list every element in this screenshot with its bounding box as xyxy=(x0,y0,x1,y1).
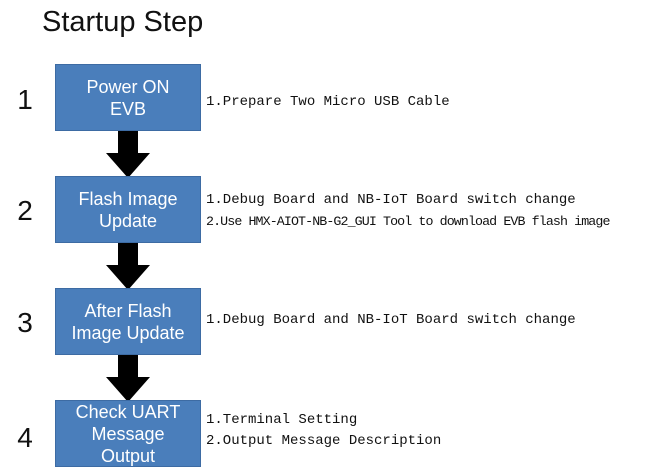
step-number-3: 3 xyxy=(17,307,33,338)
step-4-note-1: 1.Terminal Setting xyxy=(206,412,358,428)
step-2-note-1: 1.Debug Board and NB-IoT Board switch ch… xyxy=(206,192,576,208)
step-notes-3: 1.Debug Board and NB-IoT Board switch ch… xyxy=(206,310,576,331)
step-label-flash-image-update: Flash Image Update xyxy=(78,188,178,231)
step-notes-1: 1.Prepare Two Micro USB Cable xyxy=(206,92,450,113)
step-label-after-flash-image-update: After Flash Image Update xyxy=(71,300,185,343)
step-2-note-2: 2.Use HMX-AIOT-NB-G2_GUI Tool to downloa… xyxy=(206,214,610,229)
step-notes-2: 1.Debug Board and NB-IoT Board switch ch… xyxy=(206,190,610,232)
step-number-4: 4 xyxy=(17,422,33,453)
step-box-after-flash-image-update: After Flash Image Update xyxy=(55,288,201,355)
down-arrow-1 xyxy=(106,131,150,178)
step-4-note-2: 2.Output Message Description xyxy=(206,433,442,449)
step-label-power-on: Power ON EVB xyxy=(86,76,170,119)
step-1-note-1: 1.Prepare Two Micro USB Cable xyxy=(206,94,450,110)
down-arrow-3 xyxy=(106,355,150,402)
step-notes-4: 1.Terminal Setting 2.Output Message Desc… xyxy=(206,410,441,452)
down-arrow-2 xyxy=(106,243,150,290)
step-3-note-1: 1.Debug Board and NB-IoT Board switch ch… xyxy=(206,312,576,328)
step-box-flash-image-update: Flash Image Update xyxy=(55,176,201,243)
step-number-2: 2 xyxy=(17,195,33,226)
page-title: Startup Step xyxy=(42,6,204,38)
step-box-power-on: Power ON EVB xyxy=(55,64,201,131)
step-label-check-uart-message-output: Check UART Message Output xyxy=(75,401,181,466)
step-number-1: 1 xyxy=(17,84,33,115)
step-box-check-uart-message-output: Check UART Message Output xyxy=(55,400,201,467)
